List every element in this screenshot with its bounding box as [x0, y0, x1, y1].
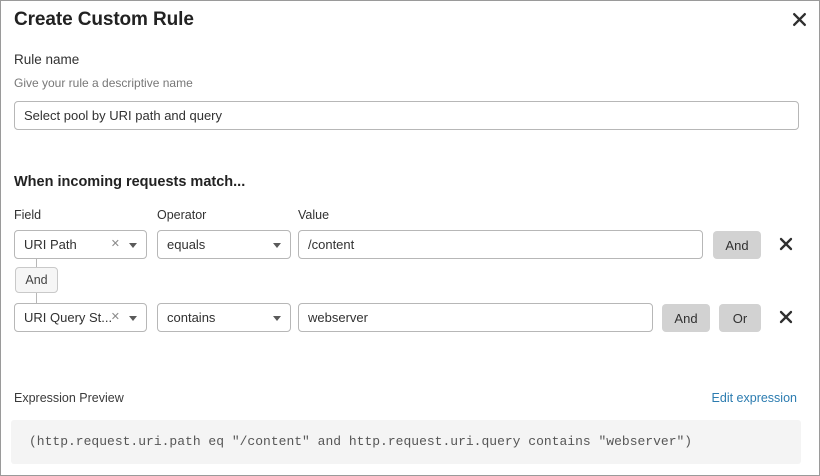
rule-name-input[interactable]: [14, 101, 799, 130]
field-select-2[interactable]: URI Query St... ✕: [14, 303, 147, 332]
value-input-1[interactable]: [298, 230, 703, 259]
value-input-2[interactable]: [298, 303, 653, 332]
close-icon: [779, 237, 793, 251]
chevron-down-icon: [273, 243, 281, 248]
close-icon: [779, 310, 793, 324]
chevron-down-icon: [129, 243, 137, 248]
column-header-value: Value: [298, 208, 330, 222]
dialog-header: Create Custom Rule: [1, 1, 819, 45]
close-icon[interactable]: [787, 7, 811, 31]
and-button-2[interactable]: And: [662, 304, 710, 332]
conditions-heading: When incoming requests match...: [14, 174, 246, 190]
expression-preview-code: (http.request.uri.path eq "/content" and…: [11, 420, 801, 464]
clear-icon[interactable]: ✕: [110, 311, 120, 323]
close-icon-glyph: [792, 12, 806, 26]
chevron-down-icon: [273, 316, 281, 321]
connector-line-bottom: [36, 293, 37, 303]
page-title: Create Custom Rule: [14, 9, 194, 30]
operator-select-2[interactable]: contains: [157, 303, 291, 332]
connector-line-top: [36, 259, 37, 268]
rule-name-label: Rule name: [14, 52, 80, 67]
operator-select-2-value: contains: [167, 310, 216, 325]
column-header-field: Field: [14, 208, 42, 222]
rule-name-help-text: Give your rule a descriptive name: [14, 76, 193, 90]
field-select-1-value: URI Path: [24, 237, 77, 252]
operator-select-1-value: equals: [167, 237, 206, 252]
expression-preview-label: Expression Preview: [14, 391, 124, 405]
clear-icon[interactable]: ✕: [110, 238, 120, 250]
and-button-1[interactable]: And: [713, 231, 761, 259]
remove-condition-button-1[interactable]: [775, 232, 797, 256]
column-header-operator: Operator: [157, 208, 207, 222]
chevron-down-icon: [129, 316, 137, 321]
connector-and-badge[interactable]: And: [15, 267, 58, 293]
or-button-2[interactable]: Or: [719, 304, 761, 332]
condition-row: URI Query St... ✕ contains And Or: [1, 303, 819, 333]
remove-condition-button-2[interactable]: [775, 305, 797, 329]
edit-expression-link[interactable]: Edit expression: [711, 391, 797, 405]
operator-select-1[interactable]: equals: [157, 230, 291, 259]
condition-row: URI Path ✕ equals And: [1, 230, 819, 260]
field-select-2-value: URI Query St...: [24, 310, 113, 325]
field-select-1[interactable]: URI Path ✕: [14, 230, 147, 259]
